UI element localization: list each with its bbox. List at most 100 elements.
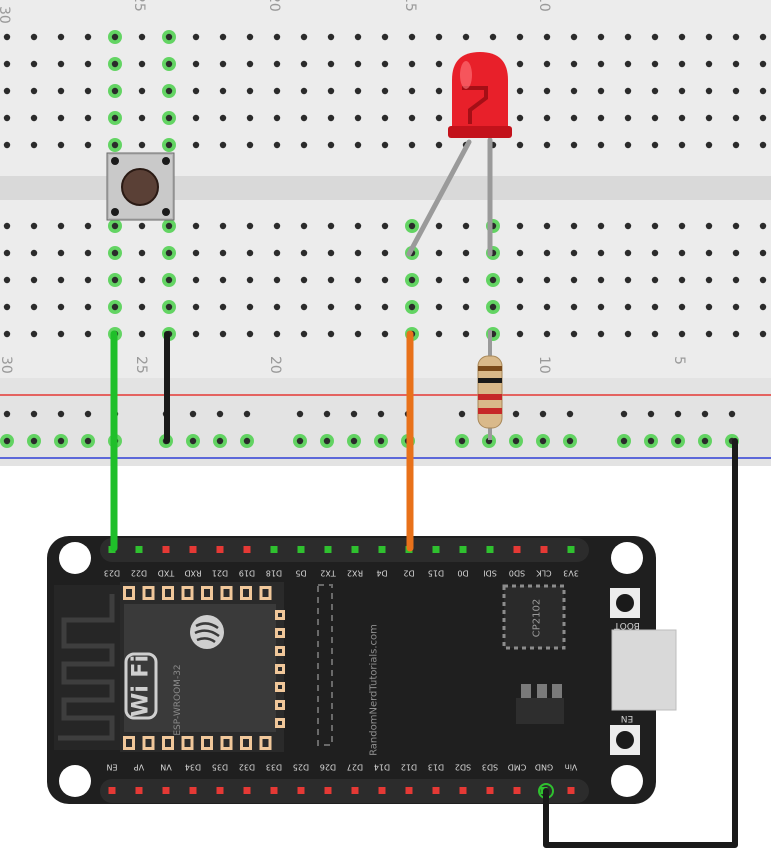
module-pads <box>123 586 285 750</box>
breadboard-hole <box>381 33 389 41</box>
breadboard-hole <box>354 87 362 95</box>
rail-hole <box>374 434 388 448</box>
breadboard-hole <box>108 30 122 44</box>
rail-hole <box>566 410 574 418</box>
rail-hole <box>536 434 550 448</box>
breadboard-hole <box>273 249 281 257</box>
bottom-pin <box>162 787 170 794</box>
breadboard-hole <box>405 300 419 314</box>
breadboard-hole <box>381 114 389 122</box>
breadboard-hole <box>273 222 281 230</box>
black-wire-gnd[interactable] <box>543 438 738 848</box>
breadboard-hole <box>759 303 767 311</box>
rail-hole <box>3 410 11 418</box>
esp32-board: D23END22VPTXDVNRXDD34D21D35D19D32D18D33D… <box>47 536 677 804</box>
breadboard-hole <box>759 330 767 338</box>
breadboard-hole <box>162 30 176 44</box>
top-pin-label: D5 <box>295 569 306 578</box>
breadboard-hole <box>30 222 38 230</box>
breadboard-hole <box>381 249 389 257</box>
breadboard-hole <box>543 60 551 68</box>
breadboard-hole <box>327 87 335 95</box>
breadboard-hole <box>435 114 443 122</box>
breadboard-hole <box>162 273 176 287</box>
breadboard-hole <box>543 330 551 338</box>
breadboard-hole <box>651 222 659 230</box>
breadboard-hole <box>381 303 389 311</box>
breadboard-hole <box>651 141 659 149</box>
breadboard-hole <box>84 114 92 122</box>
breadboard-hole <box>759 114 767 122</box>
red-led <box>448 52 512 138</box>
bottom-pin <box>243 787 251 794</box>
breadboard-hole <box>219 141 227 149</box>
breadboard-hole <box>732 249 740 257</box>
rail-hole <box>512 410 520 418</box>
top-number: 20 <box>266 0 282 12</box>
top-pin <box>513 546 521 553</box>
breadboard-hole <box>489 33 497 41</box>
resistor-band <box>478 394 502 400</box>
top-pin <box>270 546 278 553</box>
breadboard-hole <box>246 114 254 122</box>
breadboard-hole <box>759 60 767 68</box>
breadboard-hole <box>30 303 38 311</box>
breadboard-hole <box>57 330 65 338</box>
rail-hole <box>0 434 14 448</box>
breadboard-hole <box>516 60 524 68</box>
breadboard-hole <box>624 222 632 230</box>
breadboard-hole <box>108 57 122 71</box>
rail-hole <box>243 410 251 418</box>
breadboard-hole <box>516 33 524 41</box>
breadboard-hole <box>624 33 632 41</box>
breadboard-hole <box>246 303 254 311</box>
pushbutton[interactable] <box>106 152 175 221</box>
bottom-pin <box>135 787 143 794</box>
breadboard-hole <box>516 303 524 311</box>
antenna-trace <box>58 594 115 741</box>
breadboard-hole <box>84 249 92 257</box>
breadboard-hole <box>405 273 419 287</box>
breadboard-hole <box>162 219 176 233</box>
top-pin-label: D15 <box>428 569 444 578</box>
breadboard-hole <box>30 249 38 257</box>
rail-hole <box>293 434 307 448</box>
breadboard-hole <box>108 219 122 233</box>
pushbutton-cap <box>121 168 159 206</box>
breadboard-hole <box>651 60 659 68</box>
bottom-number: 25 <box>133 356 149 374</box>
breadboard-hole <box>327 114 335 122</box>
led-leg-anode <box>406 139 472 257</box>
breadboard-hole <box>108 138 122 152</box>
bottom-pin-label: CMD <box>508 763 527 772</box>
rail-hole <box>563 434 577 448</box>
breadboard-hole <box>651 87 659 95</box>
rail-hole <box>240 434 254 448</box>
breadboard-hole <box>624 276 632 284</box>
rail-hole <box>674 410 682 418</box>
breadboard-hole <box>162 57 176 71</box>
rail-hole <box>30 410 38 418</box>
breadboard-hole <box>516 330 524 338</box>
bottom-pin-label: D25 <box>293 763 309 772</box>
rail-hole <box>189 410 197 418</box>
breadboard-hole <box>705 303 713 311</box>
rail-hole <box>323 410 331 418</box>
breadboard-hole <box>732 276 740 284</box>
boot-button-cap <box>616 594 634 612</box>
breadboard-hole <box>219 330 227 338</box>
breadboard-hole <box>381 222 389 230</box>
bottom-pin-label: D26 <box>320 763 336 772</box>
en-button-cap <box>616 731 634 749</box>
breadboard-hole <box>435 33 443 41</box>
bottom-header <box>100 779 589 803</box>
breadboard-hole <box>705 114 713 122</box>
bottom-pin <box>216 787 224 794</box>
breadboard-hole <box>651 276 659 284</box>
breadboard-hole <box>354 249 362 257</box>
top-number: 10 <box>536 0 552 12</box>
breadboard-hole <box>219 87 227 95</box>
breadboard-hole <box>678 33 686 41</box>
breadboard-hole <box>462 33 470 41</box>
breadboard-hole <box>462 276 470 284</box>
